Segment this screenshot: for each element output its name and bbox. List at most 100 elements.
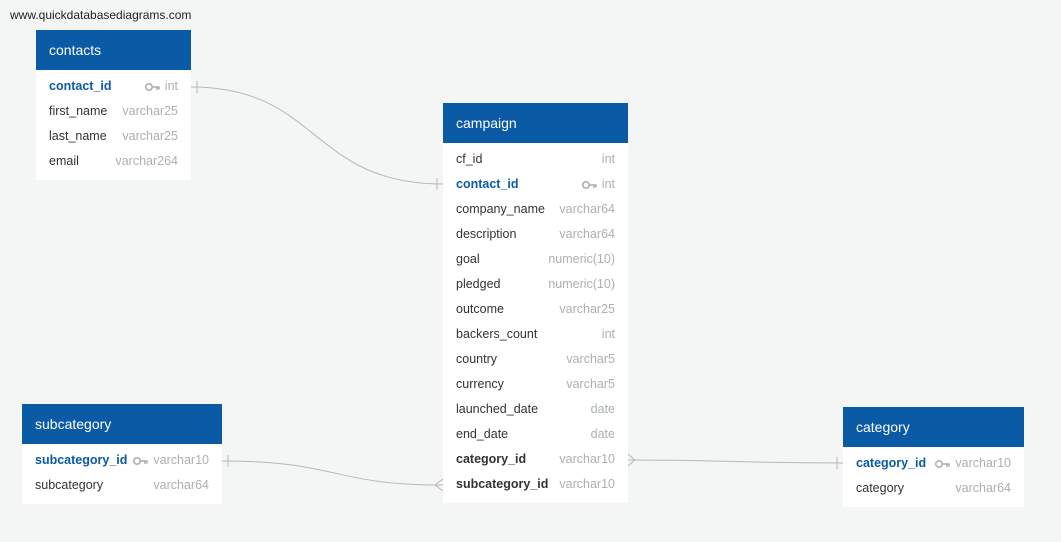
column-row[interactable]: category_id varchar10 <box>843 451 1024 476</box>
column-name: cf_id <box>456 152 483 166</box>
column-row[interactable]: category varchar64 <box>843 476 1024 501</box>
column-type: numeric(10) <box>548 277 615 291</box>
column-type: numeric(10) <box>548 252 615 266</box>
column-name: category_id <box>856 456 927 470</box>
column-type-cell: numeric(10) <box>548 272 615 297</box>
column-row[interactable]: cf_id int <box>443 147 628 172</box>
table-title[interactable]: campaign <box>443 103 628 143</box>
column-type: int <box>601 327 615 341</box>
column-row[interactable]: end_date date <box>443 422 628 447</box>
column-type-cell: varchar25 <box>559 297 615 322</box>
column-type: varchar25 <box>559 302 615 316</box>
key-icon <box>144 82 160 91</box>
column-row[interactable]: pledged numeric(10) <box>443 272 628 297</box>
column-type: varchar10 <box>955 456 1011 470</box>
column-row[interactable]: category_id varchar10 <box>443 447 628 472</box>
column-name: currency <box>456 377 504 391</box>
column-row[interactable]: currency varchar5 <box>443 372 628 397</box>
column-name: backers_count <box>456 327 538 341</box>
column-type-cell: varchar10 <box>935 451 1011 476</box>
column-type-cell: varchar25 <box>122 124 178 149</box>
column-row[interactable]: subcategory varchar64 <box>22 473 222 498</box>
column-name: contact_id <box>456 177 519 191</box>
column-type-cell: int <box>602 147 615 172</box>
column-type: int <box>601 152 615 166</box>
column-name: end_date <box>456 427 509 441</box>
table-title[interactable]: subcategory <box>22 404 222 444</box>
column-name: category_id <box>456 452 527 466</box>
column-row[interactable]: description varchar64 <box>443 222 628 247</box>
column-row[interactable]: email varchar264 <box>36 149 191 174</box>
column-name: subcategory <box>35 478 104 492</box>
table-category[interactable]: category category_id varchar10 category var… <box>843 407 1024 507</box>
link-end-many-marker <box>434 478 444 492</box>
table-title[interactable]: contacts <box>36 30 191 70</box>
column-name: email <box>49 154 79 168</box>
column-type: varchar10 <box>559 477 615 491</box>
column-type-cell: int <box>602 322 615 347</box>
link-contacts-campaign <box>190 86 444 185</box>
column-type: varchar10 <box>559 452 615 466</box>
column-row[interactable]: contact_id int <box>36 74 191 99</box>
column-type-cell: varchar10 <box>559 447 615 472</box>
column-name: company_name <box>456 202 545 216</box>
column-type-cell: varchar64 <box>559 197 615 222</box>
column-name: country <box>456 352 497 366</box>
link-subcategory-campaign <box>221 460 444 486</box>
column-type: varchar64 <box>559 227 615 241</box>
link-campaign-category <box>627 459 844 464</box>
column-type-cell: int <box>581 172 615 197</box>
column-type: date <box>590 427 615 441</box>
column-row[interactable]: contact_id int <box>443 172 628 197</box>
key-icon <box>133 456 149 465</box>
column-name: outcome <box>456 302 504 316</box>
column-type: varchar64 <box>153 478 209 492</box>
column-name: pledged <box>456 277 501 291</box>
column-name: goal <box>456 252 480 266</box>
key-icon <box>581 180 597 189</box>
column-name: subcategory_id <box>456 477 549 491</box>
column-type: varchar25 <box>122 104 178 118</box>
column-type-cell: int <box>144 74 178 99</box>
column-type: varchar64 <box>559 202 615 216</box>
link-end-many-marker <box>627 453 636 467</box>
column-list: category_id varchar10 category varchar64 <box>843 447 1024 507</box>
column-name: description <box>456 227 517 241</box>
column-type-cell: date <box>591 397 615 422</box>
column-name: last_name <box>49 129 107 143</box>
column-row[interactable]: launched_date date <box>443 397 628 422</box>
column-type-cell: varchar64 <box>955 476 1011 501</box>
column-type: date <box>590 402 615 416</box>
column-row[interactable]: backers_count int <box>443 322 628 347</box>
watermark[interactable]: www.quickdatabasediagrams.com <box>10 8 192 22</box>
column-name: launched_date <box>456 402 539 416</box>
key-icon <box>935 459 951 468</box>
column-type: varchar10 <box>153 453 209 467</box>
column-type: varchar64 <box>955 481 1011 495</box>
column-row[interactable]: last_name varchar25 <box>36 124 191 149</box>
column-type-cell: varchar5 <box>566 372 615 397</box>
column-type-cell: varchar64 <box>153 473 209 498</box>
column-name: contact_id <box>49 79 112 93</box>
column-type: int <box>164 79 178 93</box>
column-type-cell: varchar5 <box>566 347 615 372</box>
column-row[interactable]: company_name varchar64 <box>443 197 628 222</box>
column-row[interactable]: goal numeric(10) <box>443 247 628 272</box>
column-type: varchar264 <box>115 154 178 168</box>
column-name: category <box>856 481 904 495</box>
column-row[interactable]: country varchar5 <box>443 347 628 372</box>
column-type: varchar5 <box>566 352 615 366</box>
column-type: int <box>601 177 615 191</box>
column-row[interactable]: outcome varchar25 <box>443 297 628 322</box>
column-row[interactable]: subcategory_id varchar10 <box>443 472 628 497</box>
table-title[interactable]: category <box>843 407 1024 447</box>
column-type-cell: varchar264 <box>115 149 178 174</box>
